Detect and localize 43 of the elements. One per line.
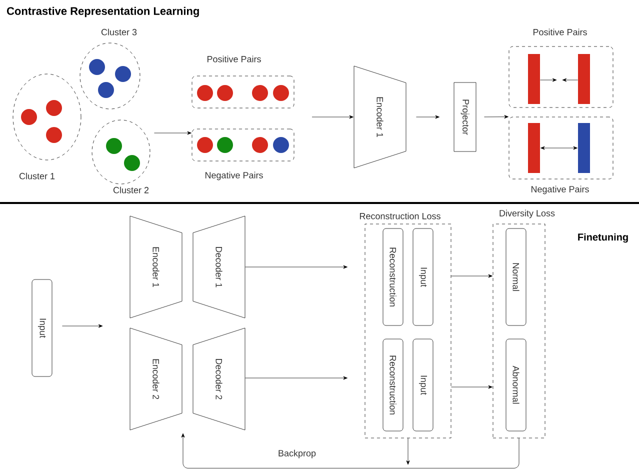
arrow — [181, 433, 520, 468]
arrow — [245, 265, 348, 269]
encoder-block: Encoder 1 — [130, 216, 182, 318]
section-label: Finetuning — [578, 233, 628, 243]
group-label: Cluster 1 — [19, 172, 55, 180]
embedding-bar — [578, 54, 590, 104]
arrow — [540, 146, 578, 150]
arrow — [245, 376, 348, 380]
arrow — [562, 78, 578, 82]
embedding-bar — [528, 54, 540, 104]
rounded-box: Abnormal — [506, 338, 526, 432]
arrow — [484, 115, 508, 119]
projector-box: Projector — [454, 82, 476, 152]
group-label: Negative Pairs — [205, 172, 263, 180]
arrow — [406, 438, 410, 465]
group-label: Reconstruction Loss — [360, 212, 440, 220]
encoder-block: Encoder 1 — [354, 66, 406, 168]
embedding-bar — [528, 123, 540, 173]
arrow — [154, 131, 192, 135]
rounded-box: Input — [412, 338, 434, 432]
embedding-bar — [578, 123, 590, 173]
decoder-block: Decoder 1 — [192, 216, 246, 318]
group-label: Diversity Loss — [500, 210, 555, 218]
decoder-block: Decoder 2 — [192, 328, 246, 430]
rounded-box: Reconstruction — [382, 228, 404, 326]
rounded-box: Input — [32, 279, 52, 377]
encoder-block: Encoder 2 — [130, 328, 182, 430]
arrow — [540, 78, 557, 82]
group-label: Cluster 2 — [113, 186, 149, 194]
arrow — [312, 115, 354, 119]
group-label: Cluster 3 — [101, 28, 137, 36]
arrow — [62, 324, 103, 328]
arrow — [451, 274, 492, 278]
rounded-box: Reconstruction — [382, 338, 404, 432]
group-label: Positive Pairs — [533, 28, 587, 36]
arrow — [416, 115, 440, 119]
rounded-box: Input — [412, 228, 434, 326]
group-label: Positive Pairs — [207, 56, 261, 62]
title: Contrastive Representation Learning — [7, 6, 199, 18]
arrow — [451, 385, 492, 389]
edge-label: Backprop — [278, 450, 316, 458]
rounded-box: Normal — [506, 228, 526, 326]
group-label: Negative Pairs — [531, 186, 589, 194]
